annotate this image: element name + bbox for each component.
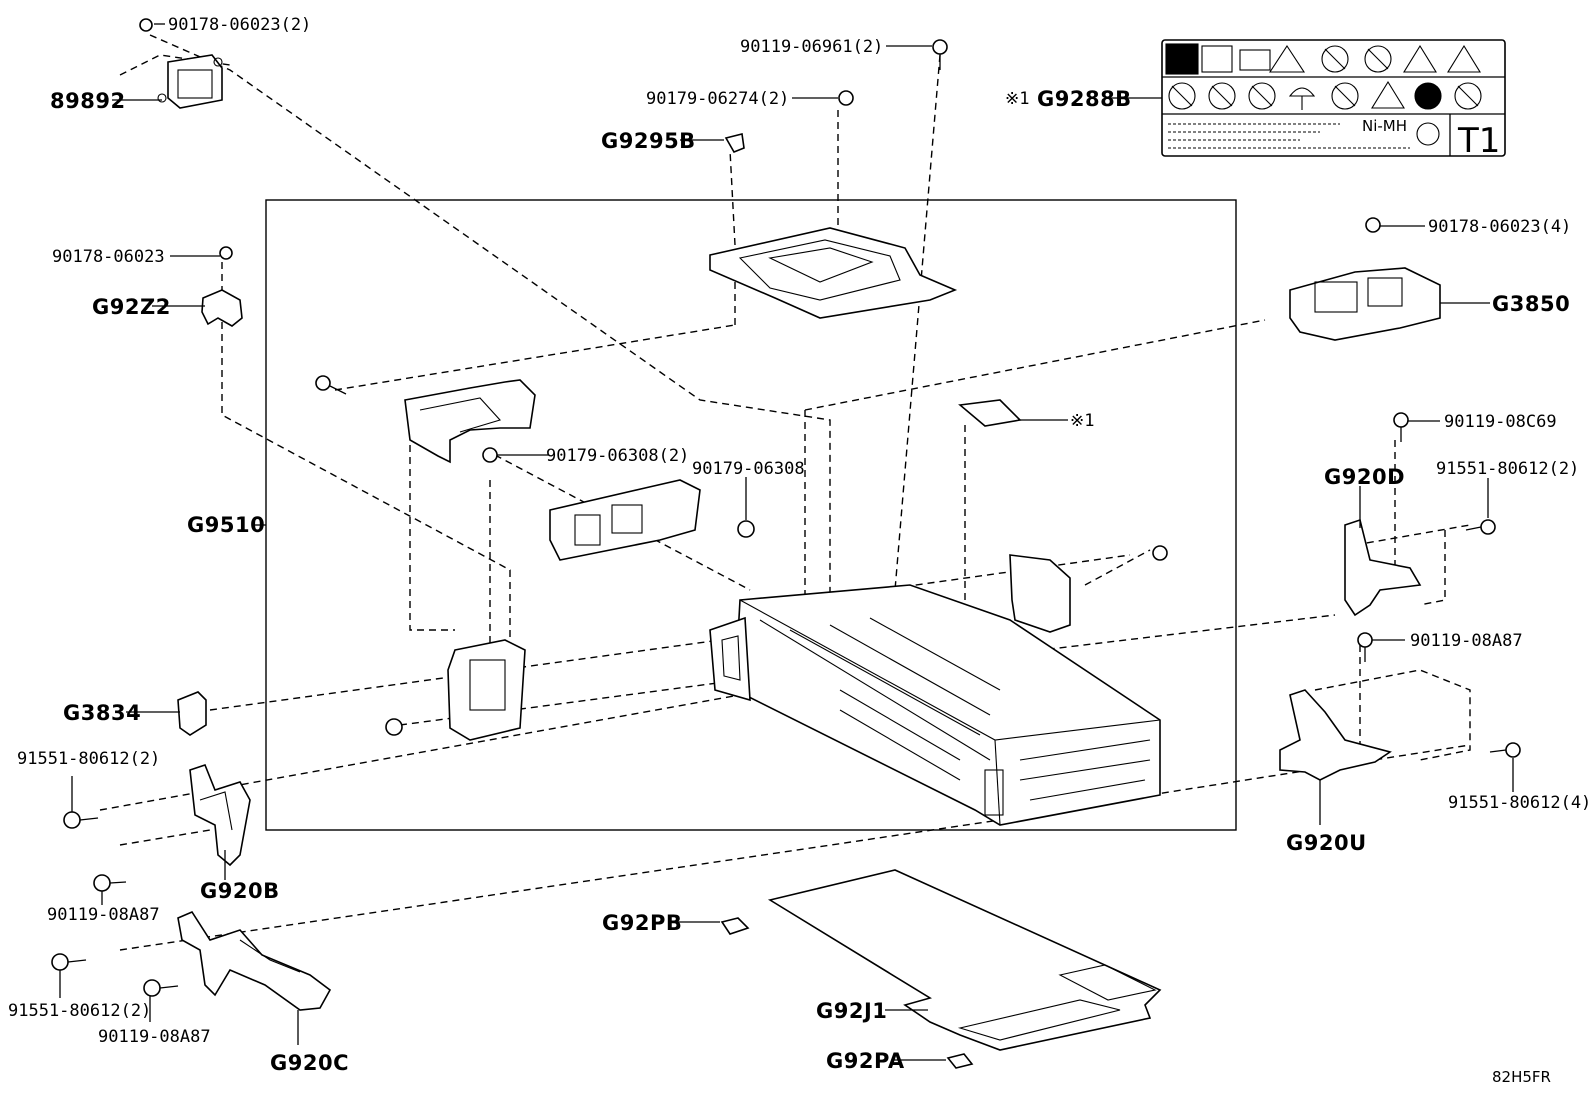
figure-code: 82H5FR bbox=[1492, 1068, 1551, 1086]
callout-91551-80612-4: 91551-80612(4) bbox=[1448, 793, 1591, 813]
callout-90178-06023-4: 90178-06023(4) bbox=[1428, 217, 1571, 237]
bracket-g920b-part bbox=[189, 764, 251, 867]
callout-91551-80612-2-left: 91551-80612(2) bbox=[17, 749, 160, 769]
clip-g9295b-part bbox=[724, 133, 745, 154]
nut-90179-06274-part bbox=[838, 90, 854, 106]
assembly-frame bbox=[265, 199, 1237, 831]
label-battery-type: Ni-MH bbox=[1362, 117, 1407, 135]
callout-91551-80612-2-right: 91551-80612(2) bbox=[1436, 459, 1579, 479]
callout-g9288b: G9288B bbox=[1037, 87, 1132, 111]
callout-90179-06308-2: 90179-06308(2) bbox=[546, 446, 689, 466]
assembly-lines bbox=[99, 34, 1471, 951]
callout-90179-06274-2: 90179-06274(2) bbox=[646, 89, 789, 109]
nut-90178-06023-2-part bbox=[139, 18, 153, 32]
middle-bracket-part bbox=[549, 479, 755, 561]
callout-g92z2: G92Z2 bbox=[92, 295, 171, 319]
callout-90119-08a87-bottom: 90119-08A87 bbox=[98, 1027, 211, 1047]
callout-91551-80612-2-bottom: 91551-80612(2) bbox=[8, 1001, 151, 1021]
label-plate-part bbox=[958, 399, 1022, 427]
callout-g920b: G920B bbox=[200, 879, 280, 903]
inner-bracket-part bbox=[1009, 545, 1168, 633]
bolt-90119-06961-part bbox=[932, 39, 948, 70]
label-code: T1 bbox=[1457, 121, 1500, 161]
callout-g92pa: G92PA bbox=[826, 1049, 905, 1073]
leader-lines bbox=[59, 23, 1514, 1061]
callout-90119-08c69: 90119-08C69 bbox=[1444, 412, 1557, 432]
callout-90119-08a87-left: 90119-08A87 bbox=[47, 905, 160, 925]
callout-90178-06023: 90178-06023 bbox=[52, 247, 165, 267]
lower-bracket-part bbox=[385, 639, 526, 741]
bracket-g920d-part bbox=[1344, 412, 1496, 617]
bracket-g92z2-part bbox=[201, 246, 243, 327]
pad-g92pb-part bbox=[720, 917, 750, 935]
callout-90178-06023-2: 90178-06023(2) bbox=[168, 15, 311, 35]
callout-g920u: G920U bbox=[1286, 831, 1367, 855]
sensor-89892-part bbox=[157, 54, 223, 109]
upper-bracket-part bbox=[315, 375, 536, 464]
bolts-left bbox=[51, 811, 179, 997]
callout-g920d: G920D bbox=[1324, 465, 1405, 489]
callout-90179-06308: 90179-06308 bbox=[692, 459, 805, 479]
callout-g92j1: G92J1 bbox=[816, 999, 887, 1023]
bracket-g920u-part bbox=[1279, 632, 1521, 781]
callout-g9510: G9510 bbox=[187, 513, 265, 537]
callout-g92pb: G92PB bbox=[602, 911, 682, 935]
callout-note1: ※1 bbox=[1070, 411, 1094, 431]
callout-g3834: G3834 bbox=[63, 701, 141, 725]
callout-90119-08a87-right: 90119-08A87 bbox=[1410, 631, 1523, 651]
warning-label-g9288b: Ni-MH T1 bbox=[1161, 39, 1506, 161]
callout-g3850: G3850 bbox=[1492, 292, 1570, 316]
callout-90119-06961-2: 90119-06961(2) bbox=[740, 37, 883, 57]
battery-pack-part bbox=[709, 584, 1161, 826]
bracket-g3834-part bbox=[177, 691, 207, 736]
callout-89892: 89892 bbox=[50, 89, 126, 113]
callout-g920c: G920C bbox=[270, 1051, 349, 1075]
top-cover-part bbox=[709, 227, 958, 319]
bottom-sheet-g92j1-part bbox=[767, 869, 1162, 1051]
bracket-g920c-part bbox=[177, 910, 332, 1011]
callout-note1-g9288b: ※1 bbox=[1005, 89, 1029, 109]
unit-g3850-part bbox=[1289, 217, 1441, 341]
pad-g92pa-part bbox=[946, 1053, 974, 1069]
callout-g9295b: G9295B bbox=[601, 129, 696, 153]
